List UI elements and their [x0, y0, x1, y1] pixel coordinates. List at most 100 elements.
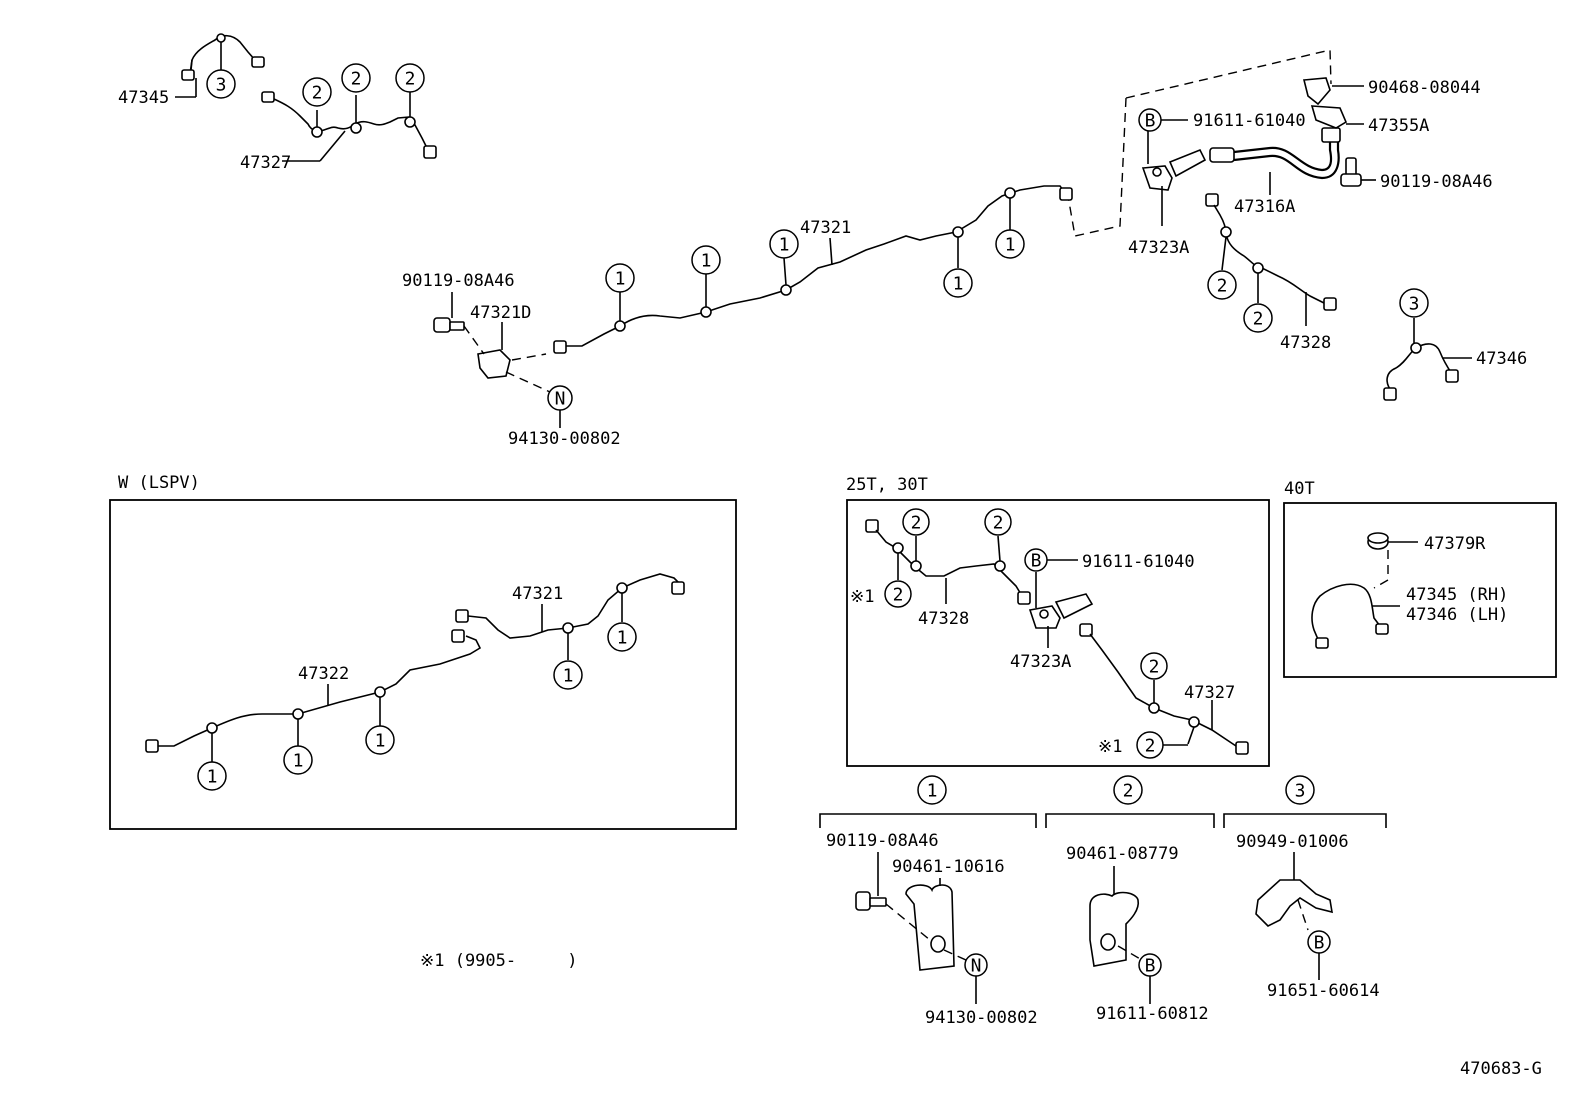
- line-47327: [261, 91, 437, 162]
- hose-47316A: [1209, 127, 1341, 195]
- clamp-marker-2-c: 2: [395, 63, 425, 93]
- bolt-90119-top: [1340, 157, 1376, 187]
- svg-text:3: 3: [1409, 294, 1420, 315]
- svg-text:N: N: [971, 956, 982, 977]
- marker-N-c1: N: [964, 953, 988, 977]
- junction-47323A: [1141, 128, 1207, 226]
- svg-text:1: 1: [375, 731, 386, 752]
- svg-text:3: 3: [1295, 781, 1306, 802]
- svg-text:1: 1: [953, 274, 964, 295]
- label-w-47321: 47321: [512, 584, 563, 604]
- clamp-marker-2-t25-a: 2: [902, 508, 930, 536]
- label-c3-90949-01006: 90949-01006: [1236, 832, 1349, 852]
- svg-text:2: 2: [993, 513, 1004, 534]
- clamp-marker-1-w-e: 1: [607, 622, 637, 652]
- note-mark-t25-b: ※1: [1098, 737, 1122, 757]
- clamp-kit-2-part: [1089, 866, 1143, 967]
- clamp-marker-2-t25-b: 2: [984, 508, 1012, 536]
- label-90119-08A46-top: 90119-08A46: [1380, 172, 1493, 192]
- box-40t: [1283, 502, 1557, 678]
- label-47321: 47321: [800, 218, 851, 238]
- clamp-marker-1-w-d: 1: [553, 660, 583, 690]
- svg-text:2: 2: [1253, 309, 1264, 330]
- label-w-47322: 47322: [298, 664, 349, 684]
- bracket-47321D: [433, 292, 551, 393]
- svg-text:N: N: [555, 389, 566, 410]
- clamp-marker-1-w-a: 1: [197, 761, 227, 791]
- line-t25-47328: [865, 519, 1031, 605]
- line-47346: [1383, 318, 1472, 401]
- clamp-marker-2-d: 2: [1207, 270, 1237, 300]
- label-47346: 47346: [1476, 349, 1527, 369]
- line-47328: [1205, 193, 1337, 326]
- label-t25-47323A: 47323A: [1010, 652, 1071, 672]
- clamp-marker-2-t25-c: 2: [884, 580, 912, 608]
- marker-N-top: N: [547, 385, 573, 411]
- box-25t-30t: [846, 499, 1270, 767]
- label-47323A: 47323A: [1128, 238, 1189, 258]
- clamp-marker-2-t25-e: 2: [1136, 731, 1164, 759]
- bracket-47355A: [1302, 77, 1364, 129]
- kit-header-1: 1: [819, 775, 1037, 828]
- label-c1-90119-08A46: 90119-08A46: [826, 831, 939, 851]
- svg-text:1: 1: [207, 767, 218, 788]
- svg-text:3: 3: [216, 75, 227, 96]
- marker-B-c2: B: [1138, 953, 1162, 977]
- label-t25-47328: 47328: [918, 609, 969, 629]
- clamp-marker-1-d: 1: [943, 268, 973, 298]
- clamp-marker-1-b: 1: [691, 245, 721, 275]
- svg-text:2: 2: [312, 83, 323, 104]
- svg-text:1: 1: [615, 269, 626, 290]
- label-t25-91611-61040: 91611-61040: [1082, 552, 1195, 572]
- svg-text:2: 2: [1145, 736, 1156, 757]
- diagram-id: 470683-G: [1460, 1059, 1542, 1079]
- svg-text:2: 2: [911, 513, 922, 534]
- svg-text:2: 2: [1149, 657, 1160, 678]
- clamp-marker-1-a: 1: [605, 263, 635, 293]
- label-47345: 47345: [118, 88, 169, 108]
- svg-text:B: B: [1145, 111, 1156, 132]
- label-c1-94130-00802: 94130-00802: [925, 1008, 1038, 1028]
- label-47355A: 47355A: [1368, 116, 1429, 136]
- label-91611-61040: 91611-61040: [1193, 111, 1306, 131]
- svg-text:1: 1: [293, 751, 304, 772]
- note-9905: ※1 (9905- ): [420, 951, 578, 971]
- svg-text:1: 1: [617, 628, 628, 649]
- junction-t25-47323A: [1028, 572, 1094, 648]
- section-title-40t: 40T: [1284, 479, 1315, 499]
- label-t25-47327: 47327: [1184, 683, 1235, 703]
- line-47321-main: [553, 185, 1073, 354]
- line-t40-47345-47346: [1311, 583, 1400, 649]
- marker-B-t25: B: [1024, 548, 1048, 572]
- clamp-marker-3-right: 3: [1399, 288, 1429, 318]
- line-w-47321: [451, 573, 685, 660]
- marker-B-c3: B: [1307, 930, 1331, 954]
- label-c2-91611-60812: 91611-60812: [1096, 1004, 1209, 1024]
- line-t25-47327: [1079, 623, 1249, 755]
- label-c3-91651-60614: 91651-60614: [1267, 981, 1380, 1001]
- kit-header-3: 3: [1223, 775, 1387, 828]
- clamp-marker-1-c: 1: [769, 229, 799, 259]
- section-title-w-lspv: W (LSPV): [118, 473, 200, 493]
- part-t40-47379R: [1367, 532, 1418, 589]
- clamp-marker-1-w-c: 1: [365, 725, 395, 755]
- clamp-marker-2-a: 2: [302, 77, 332, 107]
- svg-text:2: 2: [893, 585, 904, 606]
- box-w-lspv: [109, 499, 737, 830]
- label-c1-90461-10616: 90461-10616: [892, 857, 1005, 877]
- svg-text:1: 1: [701, 251, 712, 272]
- svg-text:B: B: [1314, 933, 1325, 954]
- label-90119-08A46-left: 90119-08A46: [402, 271, 515, 291]
- kit-header-2: 2: [1045, 775, 1215, 828]
- label-t40-47379R: 47379R: [1424, 534, 1486, 554]
- label-47316A: 47316A: [1234, 197, 1295, 217]
- clamp-marker-1-e: 1: [995, 229, 1025, 259]
- clamp-marker-1-w-b: 1: [283, 745, 313, 775]
- label-90468-08044: 90468-08044: [1368, 78, 1481, 98]
- clamp-marker-2-b: 2: [341, 63, 371, 93]
- svg-text:2: 2: [1123, 781, 1134, 802]
- clamp-kit-1-part: [855, 852, 967, 971]
- label-47321D: 47321D: [470, 303, 531, 323]
- svg-text:2: 2: [405, 69, 416, 90]
